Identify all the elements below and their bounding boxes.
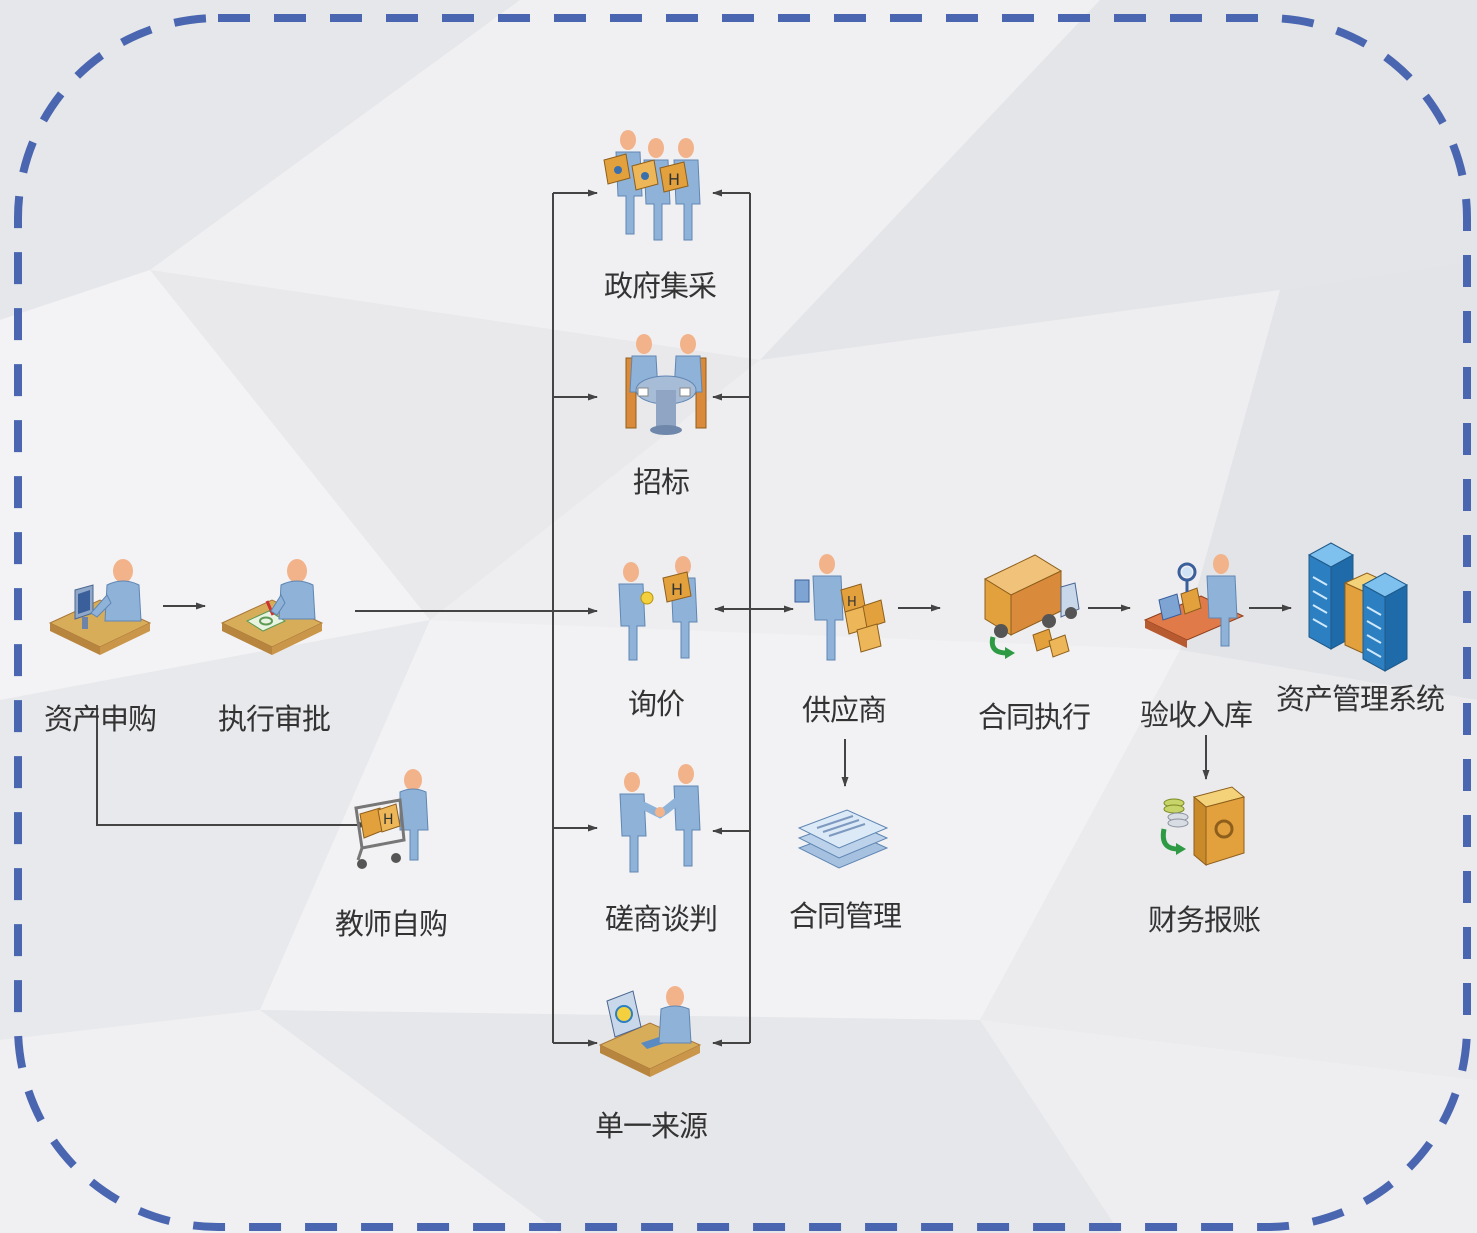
server-towers-icon [1305,537,1415,681]
node-label-tender: 招标 [632,465,690,499]
node-label-apply: 资产申购 [43,702,157,736]
node-label-approve: 执行审批 [217,702,331,736]
dashed-frame [14,14,1471,1231]
node-label-single: 单一来源 [594,1109,708,1143]
person-at-desk-with-globe-icon [595,983,705,1087]
svg-text:H: H [383,812,394,828]
svg-text:H: H [671,580,683,599]
meeting-table-icon [618,328,718,452]
handshake-icon [610,760,710,884]
arrow-apply-to-self-purchase [96,705,368,829]
node-label-inquiry: 询价 [627,687,685,721]
node-label-self-purchase: 教师自购 [334,907,448,941]
safe-with-coins-icon [1154,783,1254,877]
connectors [96,189,1292,1047]
price-exchange-icon: H [607,550,707,674]
node-label-supplier: 供应商 [801,693,887,727]
node-label-finance: 财务报账 [1147,903,1261,937]
delivery-truck-icon [979,549,1089,673]
node-label-contract-mgmt: 合同管理 [788,899,902,933]
inspector-with-conveyor-icon [1141,550,1251,664]
person-at-computer-desk-icon [45,555,155,669]
svg-text:H: H [668,170,680,189]
group-carrying-packages-icon: H [598,126,718,250]
svg-text:H: H [847,595,857,610]
node-label-gov: 政府集采 [603,269,717,303]
node-label-acceptance: 验收入库 [1139,698,1253,732]
document-stack-icon [793,796,893,880]
node-label-asset-system: 资产管理系统 [1275,682,1445,716]
supplier-with-boxes-icon: H [787,550,897,674]
node-label-contract-exec: 合同执行 [977,700,1091,734]
person-with-shopping-cart-icon: H [338,768,448,882]
person-signing-document-icon [217,555,327,669]
node-label-negotiate: 磋商谈判 [604,902,718,936]
